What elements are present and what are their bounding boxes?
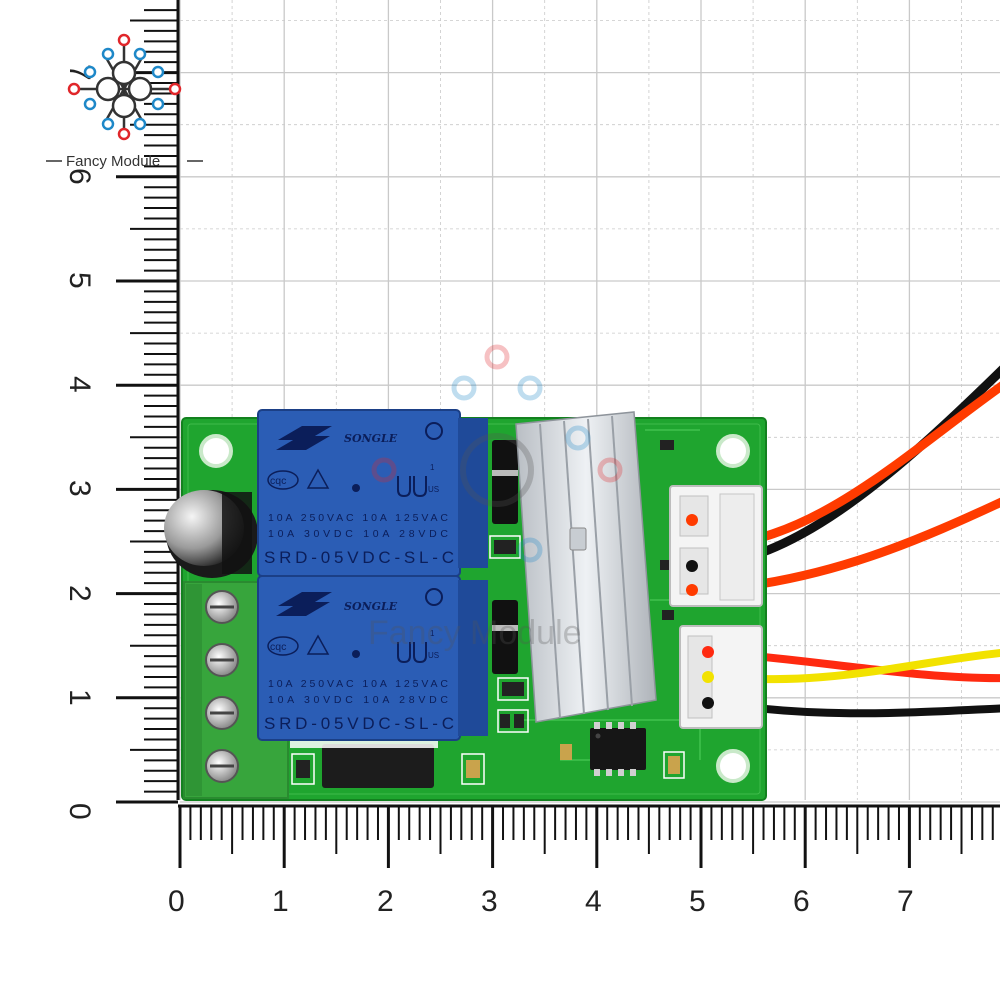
mounting-hole — [199, 434, 233, 468]
x-label-1: 1 — [272, 885, 289, 918]
mounting-hole — [716, 749, 750, 783]
relay-2-index: 1 — [430, 629, 435, 638]
brand-name: Fancy Module — [66, 153, 160, 170]
x-label-6: 6 — [793, 885, 810, 918]
relay-2-cert-left: cqc — [270, 641, 286, 653]
diode — [492, 600, 518, 674]
mounting-hole — [716, 434, 750, 468]
relay-2: SONGLE cqc 1 US 10A 250VAC 10A 125VAC 10… — [257, 575, 488, 741]
relay-1-cert-left: cqc — [270, 475, 286, 487]
ruler-horizontal — [178, 804, 1000, 868]
brand-logo: Fancy Module — [46, 33, 203, 170]
ruler-x-labels: 0 1 2 3 4 5 6 7 — [168, 885, 914, 918]
y-label-5: 5 — [63, 272, 96, 289]
relay-1-brand: SONGLE — [344, 432, 398, 445]
power-diode — [322, 744, 434, 788]
ruler-y-labels: 0 1 2 3 4 5 6 7 — [63, 64, 96, 820]
y-label-3: 3 — [63, 480, 96, 497]
x-label-5: 5 — [689, 885, 706, 918]
relay-2-rating-2: 10A 30VDC 10A 28VDC — [268, 694, 448, 706]
heatsink — [515, 411, 657, 723]
relay-1-rating-2: 10A 30VDC 10A 28VDC — [268, 528, 448, 540]
relay-1-cert-right: US — [428, 485, 439, 494]
x-label-4: 4 — [585, 885, 602, 918]
ic-chip — [590, 722, 646, 776]
diode — [492, 440, 518, 524]
relay-2-rating-1: 10A 250VAC 10A 125VAC — [268, 678, 448, 690]
ruler-vertical — [116, 0, 180, 804]
watermark-text: Fancy Module — [368, 614, 582, 652]
relay-2-brand: SONGLE — [344, 600, 398, 613]
connector-upper — [669, 485, 763, 607]
x-label-2: 2 — [377, 885, 394, 918]
y-label-0: 0 — [63, 803, 96, 820]
x-label-7: 7 — [897, 885, 914, 918]
relay-1-rating-1: 10A 250VAC 10A 125VAC — [268, 512, 448, 524]
y-label-1: 1 — [63, 689, 96, 706]
electrolytic-capacitor — [164, 490, 258, 578]
y-label-4: 4 — [63, 376, 96, 393]
x-label-0: 0 — [168, 885, 185, 918]
screw-terminal-block — [183, 581, 289, 799]
y-label-6: 6 — [63, 168, 96, 185]
watermark: Fancy Module — [368, 344, 623, 652]
relay-1-index: 1 — [430, 463, 435, 472]
connector-lower — [679, 625, 763, 729]
relay-2-cert-right: US — [428, 651, 439, 660]
x-label-3: 3 — [481, 885, 498, 918]
relay-1: SONGLE cqc 1 US 10A 250VAC 10A 125VAC 10… — [257, 409, 488, 577]
y-label-2: 2 — [63, 585, 96, 602]
